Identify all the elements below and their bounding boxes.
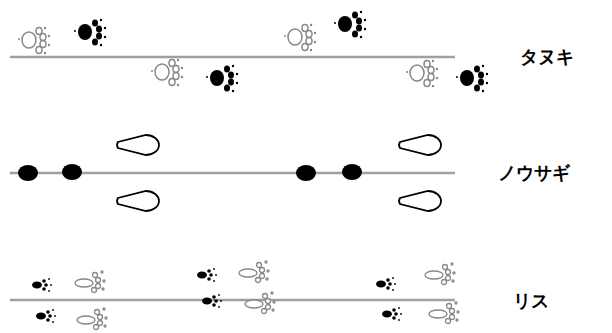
hind-foot xyxy=(117,135,441,211)
fore-foot xyxy=(18,164,362,181)
animal-label-box: リス xyxy=(513,290,549,312)
track-line xyxy=(10,299,455,302)
animal-label-box: タヌキ xyxy=(520,46,574,68)
hind-foot xyxy=(75,261,459,330)
animal-label-box: ノウサギ xyxy=(498,162,570,184)
track-line xyxy=(10,56,455,59)
animal-name: ノウサギ xyxy=(498,162,570,184)
animal-name: リス xyxy=(513,290,549,312)
animal-name: タヌキ xyxy=(520,46,574,68)
fore-foot xyxy=(32,268,402,323)
fore-paw xyxy=(74,11,488,92)
